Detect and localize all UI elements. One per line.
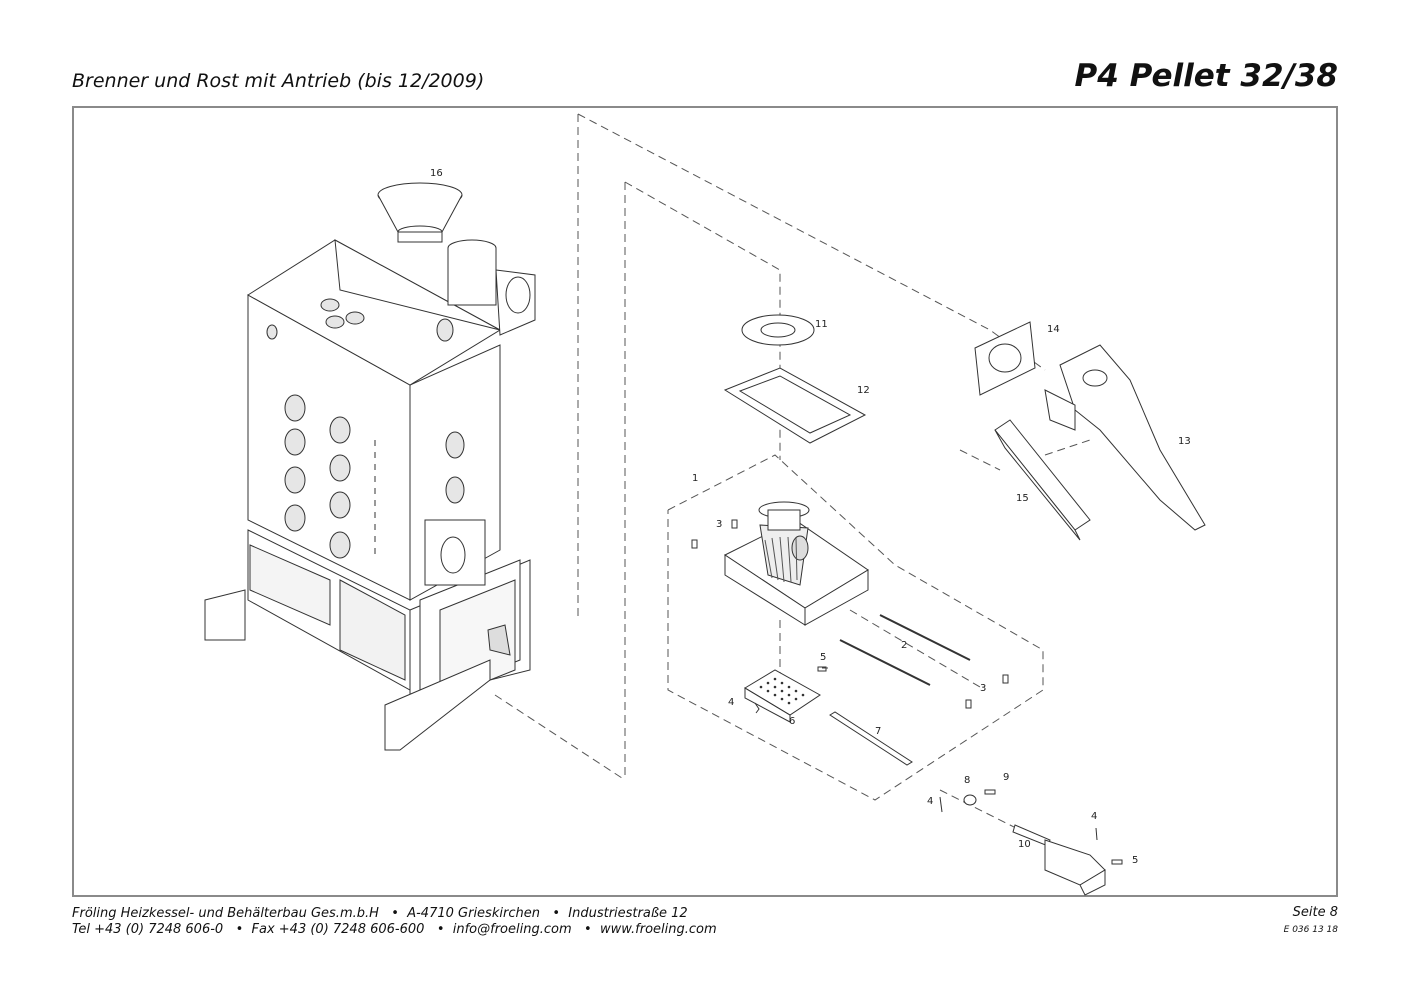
footer-company-line: Fröling Heizkessel- und Behälterbau Ges.… (72, 906, 688, 921)
part-11-ring (741, 314, 815, 346)
part-12-gasket (723, 367, 867, 444)
part-label-9: 9 (1003, 772, 1010, 783)
part-label-6: 6 (789, 716, 796, 727)
part-label-10: 10 (1018, 839, 1031, 850)
boiler-body (204, 239, 531, 751)
assembly-dashed-lines (494, 113, 1091, 851)
drawing-frame (72, 106, 1338, 897)
page-number: Seite 8 (1292, 905, 1338, 920)
part-10-motor (1012, 824, 1106, 896)
part-label-12: 12 (857, 385, 870, 396)
part-6-grate (744, 669, 821, 723)
part-label-5a: 5 (820, 652, 827, 663)
document-code: E 036 13 18 (1283, 925, 1338, 935)
part-16-funnel (377, 182, 463, 243)
part-label-1: 1 (692, 473, 699, 484)
small-fasteners (691, 519, 1123, 865)
part-15-channel (994, 419, 1091, 541)
page-subtitle: Brenner und Rost mit Antrieb (bis 12/200… (72, 70, 485, 92)
part-label-3b: 3 (980, 683, 987, 694)
part-label-15: 15 (1016, 493, 1029, 504)
part-label-4c: 4 (1091, 811, 1098, 822)
panel-holes (266, 298, 465, 559)
part-label-7: 7 (875, 726, 882, 737)
part-2-rods (839, 614, 971, 686)
part-label-11: 11 (815, 319, 828, 330)
part-7-drive-bar (829, 711, 913, 766)
part-label-8: 8 (964, 775, 971, 786)
part-label-2: 2 (901, 640, 908, 651)
part-label-13: 13 (1178, 436, 1191, 447)
part-1-burner-pot (724, 501, 869, 626)
part-14-flange (974, 321, 1036, 396)
part-label-4a: 4 (728, 697, 735, 708)
page-title: P4 Pellet 32/38 (1074, 58, 1339, 94)
blower-unit (447, 239, 536, 336)
part-label-5b: 5 (1132, 855, 1139, 866)
part-13-feed-chute (1044, 344, 1206, 531)
part-label-14: 14 (1047, 324, 1060, 335)
footer-contact-line: Tel +43 (0) 7248 606-0 • Fax +43 (0) 724… (72, 922, 717, 937)
part-label-3a: 3 (716, 519, 723, 530)
part-label-16: 16 (430, 168, 443, 179)
part-label-4b: 4 (927, 796, 934, 807)
